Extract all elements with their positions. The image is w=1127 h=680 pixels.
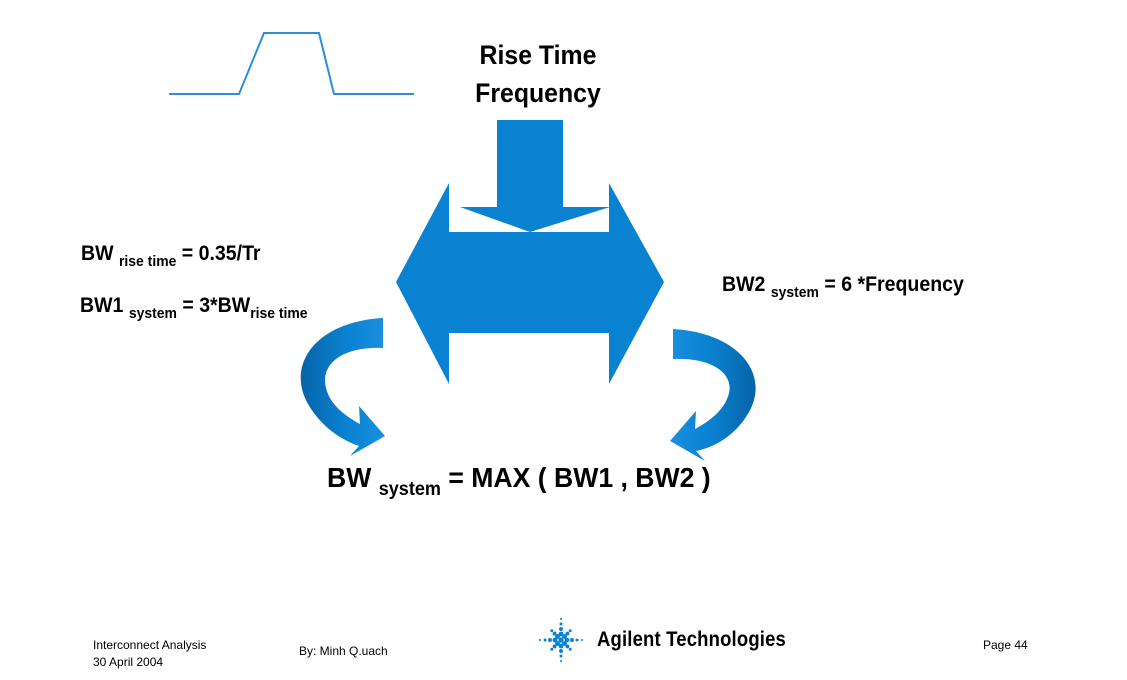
spark-dot — [558, 631, 564, 637]
spark-dot — [568, 629, 572, 633]
spark-dot — [559, 659, 563, 663]
spark-core — [558, 637, 564, 643]
spark-dot — [558, 643, 564, 649]
spark-dot — [543, 638, 547, 642]
footer-author: By: Minh Q.uach — [299, 644, 388, 658]
spark-dot — [580, 638, 584, 642]
left-curved-arrow — [300, 318, 385, 456]
heading-line2: Frequency — [475, 78, 601, 108]
formula-rhs: = MAX ( BW1 , BW2 ) — [448, 462, 711, 493]
formula-subscript: system — [128, 305, 177, 322]
trapezoid-pulse-icon — [169, 32, 414, 95]
formula-base: BW1 — [80, 294, 124, 317]
spark-dot — [538, 638, 542, 642]
spark-dot — [552, 637, 558, 643]
spark-dot — [552, 631, 557, 636]
heading: Rise Time Frequency — [468, 36, 608, 112]
spark-dot — [570, 638, 574, 642]
spark-dot — [575, 638, 579, 642]
bw1-system-formula: BW1 system = 3*BWrise time — [80, 294, 308, 322]
spark-dot — [559, 649, 563, 653]
bw2-system-formula: BW2 system = 6 *Frequency — [722, 273, 964, 301]
spark-dot — [565, 644, 570, 649]
down-arrow — [460, 120, 610, 232]
brand-name: Agilent Technologies — [597, 628, 787, 651]
formula-base: BW — [327, 462, 372, 493]
formula-rhs: = 6 *Frequency — [824, 273, 964, 296]
spark-dot — [550, 629, 554, 633]
formula-base: BW2 — [722, 273, 766, 296]
spark-dot — [550, 647, 554, 651]
spark-dot — [568, 647, 572, 651]
spark-dot — [548, 638, 552, 642]
bw-system-max-formula: BW system = MAX ( BW1 , BW2 ) — [327, 462, 711, 501]
spark-dot — [562, 641, 567, 646]
spark-dot — [559, 617, 563, 621]
page-number: Page 44 — [983, 638, 1028, 652]
formula-rhs: = 0.35/Tr — [181, 242, 261, 265]
footer-date: 30 April 2004 — [93, 655, 164, 669]
formula-subscript: system — [378, 479, 441, 500]
formula-subscript: system — [770, 284, 819, 301]
formula-subscript: rise time — [118, 253, 177, 270]
spark-dot — [559, 654, 563, 658]
formula-mid: = 3*BW — [182, 294, 251, 317]
spark-dot — [559, 622, 563, 626]
agilent-spark-logo-icon — [538, 617, 584, 663]
spark-dot — [555, 641, 560, 646]
heading-line1: Rise Time — [479, 40, 597, 70]
bw-rise-time-formula: BW rise time = 0.35/Tr — [81, 242, 261, 270]
formula-subscript-2: rise time — [250, 305, 308, 322]
formula-base: BW — [81, 242, 114, 265]
spark-dot — [564, 637, 570, 643]
footer-title-block: Interconnect Analysis 30 April 2004 — [93, 637, 206, 671]
spark-dot — [559, 627, 563, 631]
spark-dot — [565, 631, 570, 636]
double-arrow — [396, 183, 664, 384]
spark-dot — [552, 644, 557, 649]
spark-dot — [555, 634, 560, 639]
spark-dot — [562, 634, 567, 639]
footer-title: Interconnect Analysis — [93, 638, 207, 652]
right-curved-arrow — [670, 329, 756, 461]
